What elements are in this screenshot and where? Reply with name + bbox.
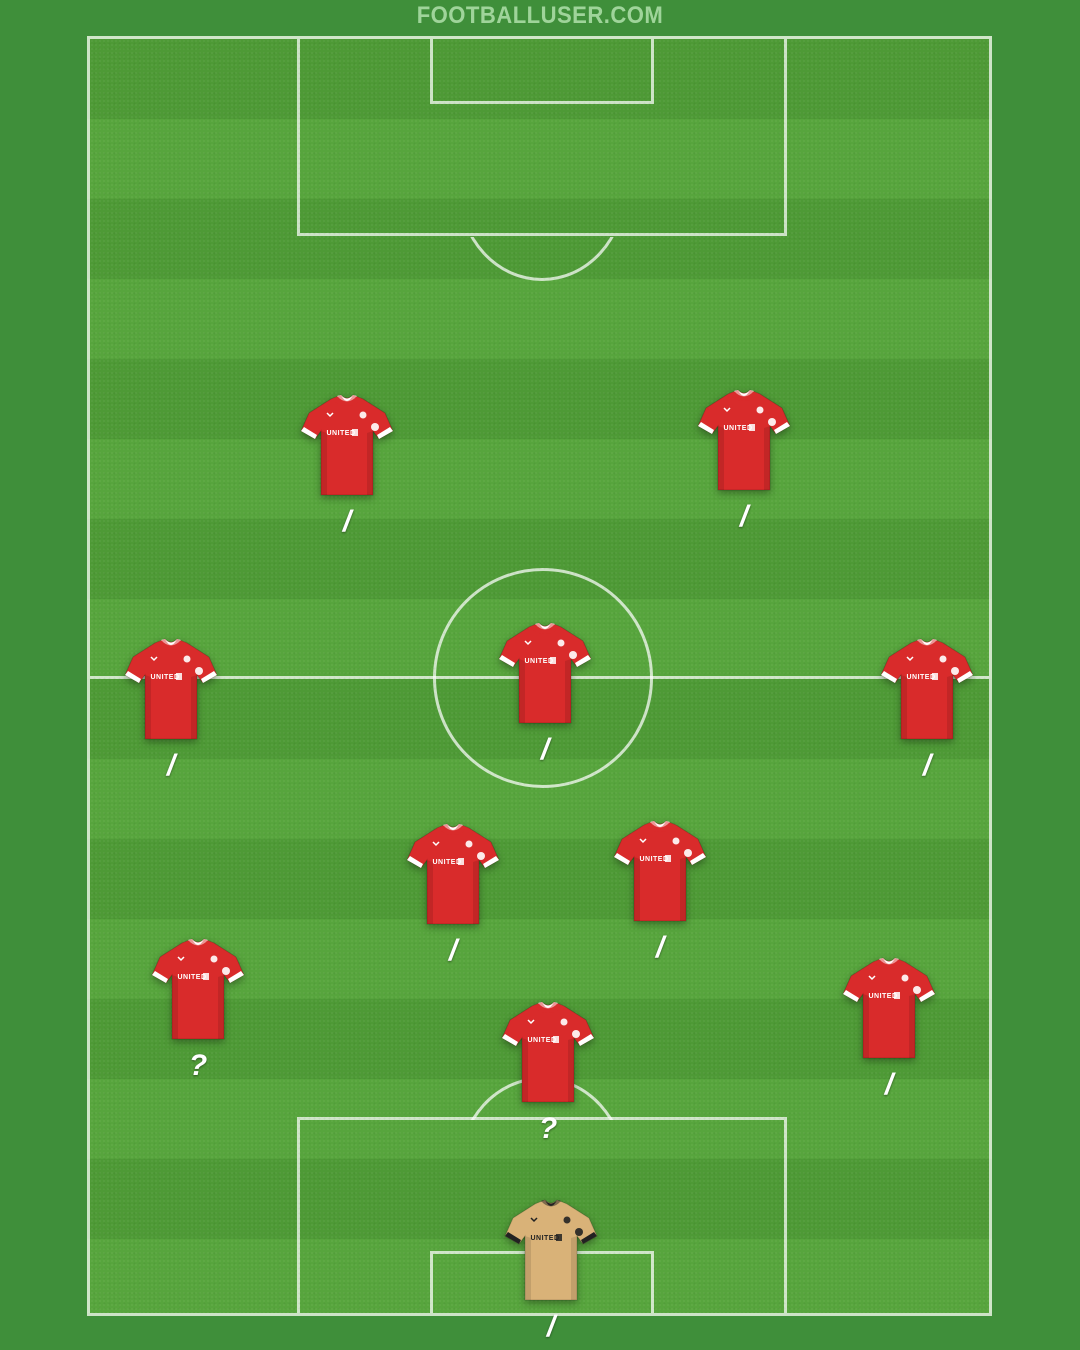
player-defensive-mid-right[interactable]: UNITED / [610, 819, 710, 969]
svg-text:UNITED: UNITED [527, 1037, 556, 1044]
site-title[interactable]: FOOTBALLUSER.COM [416, 2, 664, 29]
home-shirt-icon: UNITED [842, 957, 936, 1059]
player-name[interactable]: / [922, 749, 932, 782]
top-penalty-box [297, 39, 787, 236]
home-shirt-icon: UNITED [300, 394, 394, 496]
player-midfield-right[interactable]: UNITED / [877, 637, 977, 787]
player-goalkeeper[interactable]: UNITED / [501, 1198, 601, 1348]
home-shirt-icon: UNITED [613, 820, 707, 922]
center-circle [433, 568, 653, 788]
home-shirt-icon: UNITED [124, 638, 218, 740]
svg-text:UNITED: UNITED [723, 425, 752, 432]
player-defender-left[interactable]: UNITED ? [148, 937, 248, 1087]
player-name[interactable]: ? [538, 1112, 558, 1145]
player-midfield-center[interactable]: UNITED / [495, 621, 595, 771]
player-midfield-left[interactable]: UNITED / [121, 637, 221, 787]
svg-text:UNITED: UNITED [530, 1235, 559, 1242]
svg-text:UNITED: UNITED [326, 430, 355, 437]
home-shirt-icon: UNITED [498, 622, 592, 724]
home-shirt-icon: UNITED [151, 938, 245, 1040]
top-goal-area [430, 39, 654, 104]
svg-text:UNITED: UNITED [868, 993, 897, 1000]
player-striker-left[interactable]: UNITED / [297, 393, 397, 543]
player-name[interactable]: / [655, 931, 665, 964]
svg-text:UNITED: UNITED [906, 674, 935, 681]
home-shirt-icon: UNITED [697, 389, 791, 491]
player-name[interactable]: / [540, 733, 550, 766]
player-defender-center[interactable]: UNITED ? [498, 1000, 598, 1150]
player-name[interactable]: / [342, 505, 352, 538]
svg-text:UNITED: UNITED [432, 859, 461, 866]
player-name[interactable]: ? [188, 1049, 208, 1082]
player-name[interactable]: / [448, 934, 458, 967]
svg-text:UNITED: UNITED [150, 674, 179, 681]
home-shirt-icon: UNITED [501, 1001, 595, 1103]
home-shirt-icon: UNITED [880, 638, 974, 740]
player-name[interactable]: / [546, 1310, 556, 1343]
player-name[interactable]: / [166, 749, 176, 782]
player-name[interactable]: / [884, 1068, 894, 1101]
player-defensive-mid-left[interactable]: UNITED / [403, 822, 503, 972]
svg-text:UNITED: UNITED [524, 658, 553, 665]
player-striker-right[interactable]: UNITED / [694, 388, 794, 538]
svg-text:UNITED: UNITED [639, 856, 668, 863]
goalkeeper-shirt-icon: UNITED [504, 1199, 598, 1301]
player-defender-right[interactable]: UNITED / [839, 956, 939, 1106]
home-shirt-icon: UNITED [406, 823, 500, 925]
svg-text:UNITED: UNITED [177, 974, 206, 981]
player-name[interactable]: / [739, 500, 749, 533]
